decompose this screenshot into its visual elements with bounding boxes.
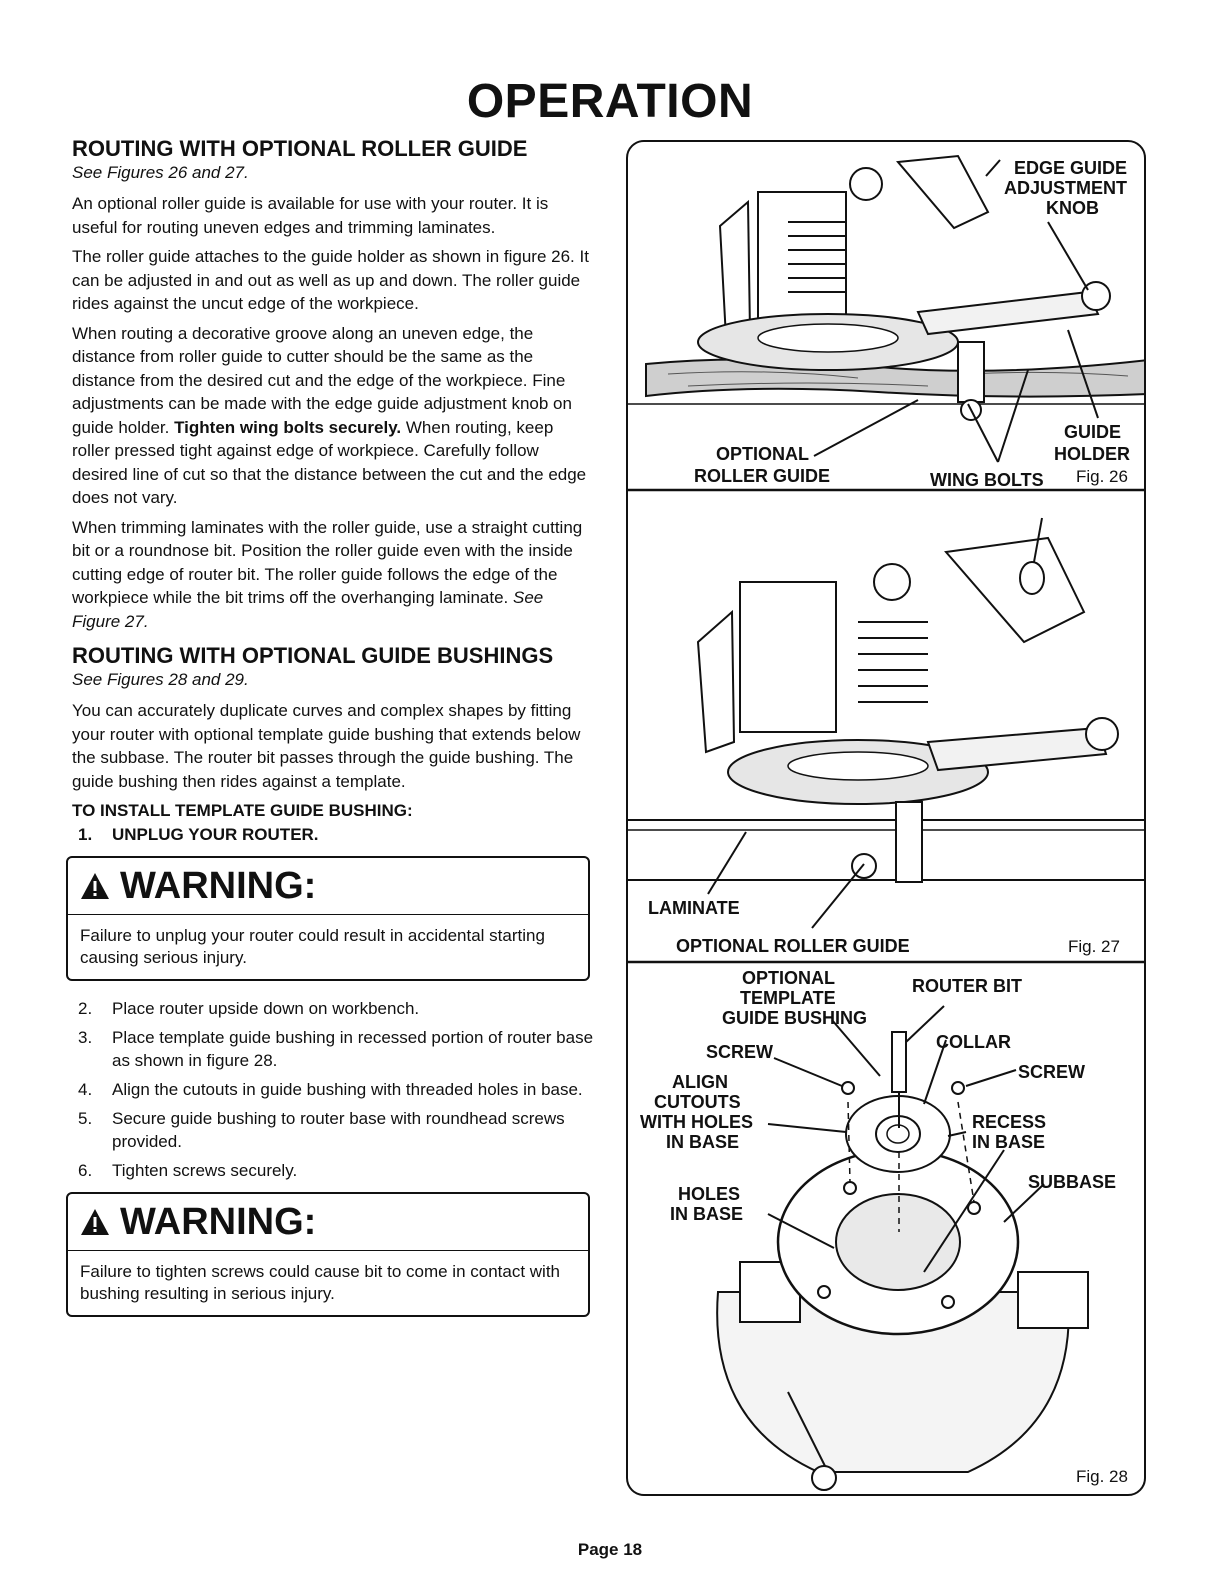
- label-in-base: IN BASE: [972, 1132, 1045, 1152]
- warning-box: WARNING: Failure to tighten screws could…: [66, 1192, 590, 1317]
- label-adjustment: ADJUSTMENT: [1004, 178, 1127, 198]
- figure-label: Fig. 27: [1068, 937, 1120, 956]
- paragraph-text: When routing a decorative groove along a…: [72, 323, 572, 437]
- warning-title: WARNING:: [120, 865, 317, 907]
- warning-header: WARNING:: [68, 864, 588, 915]
- label-screw: SCREW: [706, 1042, 773, 1062]
- paragraph-text: When routing, keep roller pressed tight …: [72, 417, 587, 508]
- label-knob: KNOB: [1046, 198, 1099, 218]
- step-text: Place template guide bushing in recessed…: [112, 1028, 594, 1070]
- label-template: TEMPLATE: [740, 988, 836, 1008]
- label-screw: SCREW: [1018, 1062, 1085, 1082]
- label-optional: OPTIONAL: [716, 444, 809, 464]
- step-number: 5.: [78, 1109, 93, 1128]
- warning-title: WARNING:: [120, 1201, 317, 1243]
- label-guide: GUIDE: [1064, 422, 1121, 442]
- step-number: 4.: [78, 1080, 93, 1099]
- paragraph: When routing a decorative groove along a…: [72, 322, 594, 510]
- paragraph: The roller guide attaches to the guide h…: [72, 247, 589, 313]
- label-edge-guide: EDGE GUIDE: [1014, 158, 1127, 178]
- warning-text: Failure to tighten screws could cause bi…: [80, 1262, 561, 1303]
- label-holes: HOLES: [678, 1184, 740, 1204]
- label-laminate: LAMINATE: [648, 898, 740, 918]
- section-heading-roller-guide: ROUTING WITH OPTIONAL ROLLER GUIDE: [72, 136, 528, 161]
- paragraph: When trimming laminates with the roller …: [72, 516, 594, 634]
- step-text: Align the cutouts in guide bushing with …: [112, 1080, 583, 1099]
- list-item: 3. Place template guide bushing in recess…: [72, 1026, 594, 1072]
- figure-27: LAMINATE OPTIONAL ROLLER GUIDE Fig. 27: [628, 517, 1144, 964]
- warning-triangle-icon: [81, 1209, 109, 1235]
- label-optional-roller-guide: OPTIONAL ROLLER GUIDE: [676, 936, 910, 956]
- step-text: Place router upside down on workbench.: [112, 999, 420, 1018]
- label-in-base: IN BASE: [666, 1132, 739, 1152]
- step-text: UNPLUG YOUR ROUTER.: [112, 825, 319, 844]
- figures-panel: EDGE GUIDE ADJUSTMENT KNOB GUIDE HOLDER …: [626, 140, 1146, 1496]
- label-roller-guide: ROLLER GUIDE: [694, 466, 830, 486]
- figures-drawing: EDGE GUIDE ADJUSTMENT KNOB GUIDE HOLDER …: [628, 154, 1144, 1491]
- subheading: TO INSTALL TEMPLATE GUIDE BUSHING:: [72, 801, 413, 820]
- label-subbase: SUBBASE: [1028, 1172, 1116, 1192]
- step-number: 2.: [78, 999, 93, 1018]
- warning-triangle-icon: [81, 873, 109, 899]
- step-number: 1.: [78, 825, 93, 844]
- step-number: 3.: [78, 1028, 93, 1047]
- warning-box: WARNING: Failure to unplug your router c…: [66, 856, 590, 981]
- label-holder: HOLDER: [1054, 444, 1130, 464]
- label-in-base: IN BASE: [670, 1204, 743, 1224]
- warning-header: WARNING:: [68, 1200, 588, 1251]
- label-collar: COLLAR: [936, 1032, 1011, 1052]
- label-wing-bolts: WING BOLTS: [930, 470, 1044, 490]
- list-item: 1. UNPLUG YOUR ROUTER.: [72, 823, 594, 846]
- paragraph-text: When trimming laminates with the roller …: [72, 517, 583, 608]
- figure-label: Fig. 26: [1076, 467, 1128, 486]
- list-item: 4. Align the cutouts in guide bushing wit…: [72, 1078, 594, 1101]
- label-align: ALIGN: [672, 1072, 728, 1092]
- text-column: ROUTING WITH OPTIONAL ROLLER GUIDE See F…: [66, 136, 594, 1333]
- paragraph: You can accurately duplicate curves and …: [72, 701, 581, 791]
- emphasis-text: Tighten wing bolts securely.: [174, 417, 402, 437]
- list-item: 2. Place router upside down on workbench.: [72, 997, 594, 1020]
- label-router-bit: ROUTER BIT: [912, 976, 1022, 996]
- label-cutouts: CUTOUTS: [654, 1092, 741, 1112]
- label-with-holes: WITH HOLES: [640, 1112, 753, 1132]
- step-text: Secure guide bushing to router base with…: [112, 1109, 565, 1151]
- step-text: Tighten screws securely.: [112, 1161, 298, 1180]
- list-item: 5. Secure guide bushing to router base wi…: [72, 1107, 594, 1153]
- page-title: OPERATION: [466, 75, 754, 128]
- steps-list: 2. Place router upside down on workbench.…: [72, 997, 594, 1182]
- page-number: Page 18: [577, 1540, 643, 1559]
- step-number: 6.: [78, 1161, 93, 1180]
- figure-reference: See Figure 27.: [72, 588, 544, 631]
- figure-28: OPTIONAL TEMPLATE GUIDE BUSHING ROUTER B…: [640, 968, 1128, 1491]
- figure-label: Fig. 28: [1076, 1467, 1128, 1486]
- paragraph: An optional roller guide is available fo…: [72, 194, 549, 237]
- figure-26: EDGE GUIDE ADJUSTMENT KNOB GUIDE HOLDER …: [628, 154, 1144, 492]
- label-optional: OPTIONAL: [742, 968, 835, 988]
- section-heading-guide-bushings: ROUTING WITH OPTIONAL GUIDE BUSHINGS: [72, 643, 554, 668]
- warning-text: Failure to unplug your router could resu…: [80, 926, 545, 967]
- list-item: 6. Tighten screws securely.: [72, 1159, 594, 1182]
- label-recess: RECESS: [972, 1112, 1046, 1132]
- figure-reference: See Figures 26 and 27.: [72, 163, 249, 182]
- figure-reference: See Figures 28 and 29.: [72, 670, 249, 689]
- label-guide-bushing: GUIDE BUSHING: [722, 1008, 867, 1028]
